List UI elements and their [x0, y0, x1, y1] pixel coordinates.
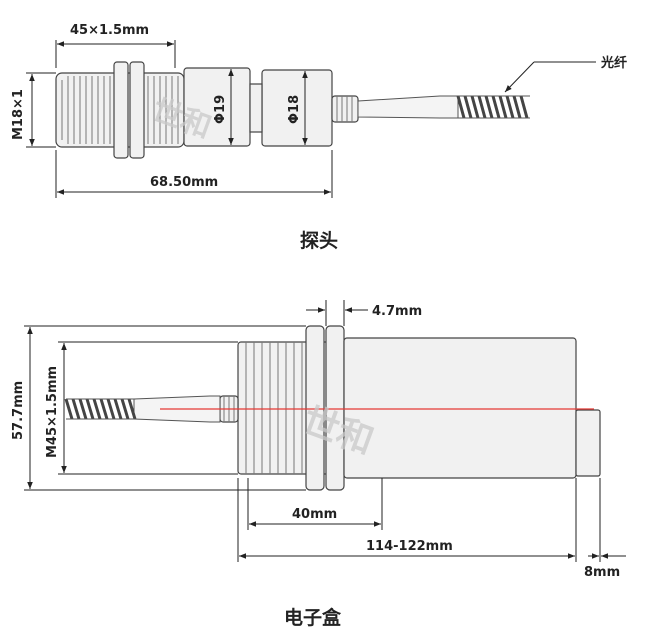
dim-window-label: 8mm	[584, 565, 620, 580]
box-rear-window	[575, 409, 601, 477]
probe-fiber-spiral	[456, 95, 530, 119]
box-caption: 电子盒	[284, 606, 342, 629]
probe-drawing: 世和 45×1.5mm M18×1 Φ19 Φ18 68.50mm 光纤 探头	[11, 23, 627, 252]
probe-thread-lines	[61, 76, 179, 144]
box-fiber-spiral	[64, 398, 137, 420]
probe-neck	[249, 83, 263, 133]
box-housing	[343, 337, 577, 479]
dim-box-thread-label: 40mm	[292, 507, 337, 522]
box-drawing: 世和 4.7mm 57.7mm M45×1.5mm 40mm 114-122mm…	[11, 300, 626, 629]
dim-height-label: 57.7mm	[11, 381, 26, 440]
probe-fiber-sheath	[357, 95, 459, 119]
dim-total-length-label: 68.50mm	[150, 175, 218, 190]
dim-d18-label: Φ18	[287, 95, 302, 124]
fiber-leader-arrow	[504, 61, 535, 93]
fiber-label: 光纤	[600, 55, 627, 71]
probe-caption: 探头	[300, 230, 338, 252]
probe-nut-1	[113, 61, 129, 159]
dim-length-label: 114-122mm	[366, 539, 453, 554]
box-nut-1	[305, 325, 325, 491]
dim-nut-width-label: 4.7mm	[372, 304, 422, 319]
dim-m45-label: M45×1.5mm	[45, 366, 60, 458]
probe-ferrule	[331, 95, 359, 123]
dim-thread-length-label: 45×1.5mm	[70, 23, 149, 38]
dim-d19-label: Φ19	[213, 95, 228, 124]
dim-m18-label: M18×1	[11, 89, 26, 140]
probe-ferrule-knurl	[336, 96, 353, 122]
probe-nut-2	[129, 61, 145, 159]
